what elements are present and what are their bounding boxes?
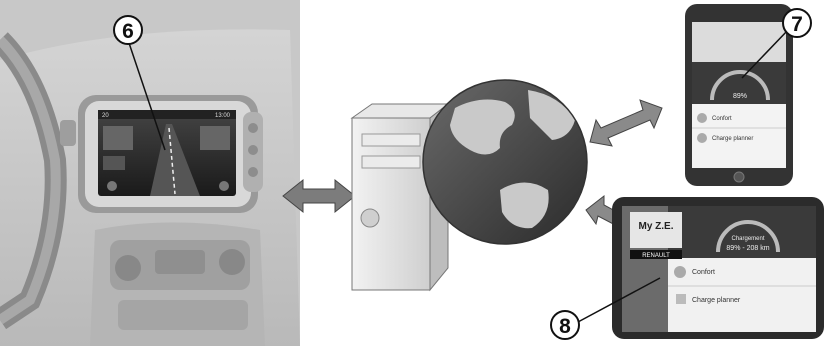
tablet-status: Chargement: [731, 236, 764, 242]
globe-icon: [423, 80, 587, 244]
double-arrow-icon: [590, 100, 662, 146]
tablet-maker-logo: RENAULT: [642, 253, 670, 259]
phone-charge-percent: 89%: [733, 93, 747, 100]
car-screen-distance: 20: [102, 113, 109, 119]
tablet-brand-logo: My Z.E.: [638, 221, 673, 232]
tablet-menu-item-1: Confort: [692, 269, 715, 276]
callout-6-label: 6: [122, 20, 134, 43]
phone-menu-item-2: Charge planner: [712, 136, 753, 142]
car-screen-time: 13:00: [215, 113, 231, 119]
car-multimedia-screen: 20 13:00: [98, 110, 236, 196]
tablet: Chargement 89% - 208 km Confort Charge p…: [612, 197, 824, 339]
tablet-charge-percent: 89% - 208 km: [726, 245, 769, 252]
callout-8-label: 8: [559, 315, 571, 338]
smartphone: 89% Confort Charge planner: [685, 4, 793, 186]
callout-7-label: 7: [791, 13, 803, 36]
phone-menu-item-1: Confort: [712, 116, 732, 122]
tablet-menu-item-2: Charge planner: [692, 297, 741, 304]
car-dashboard: 20 13:00: [0, 0, 300, 346]
